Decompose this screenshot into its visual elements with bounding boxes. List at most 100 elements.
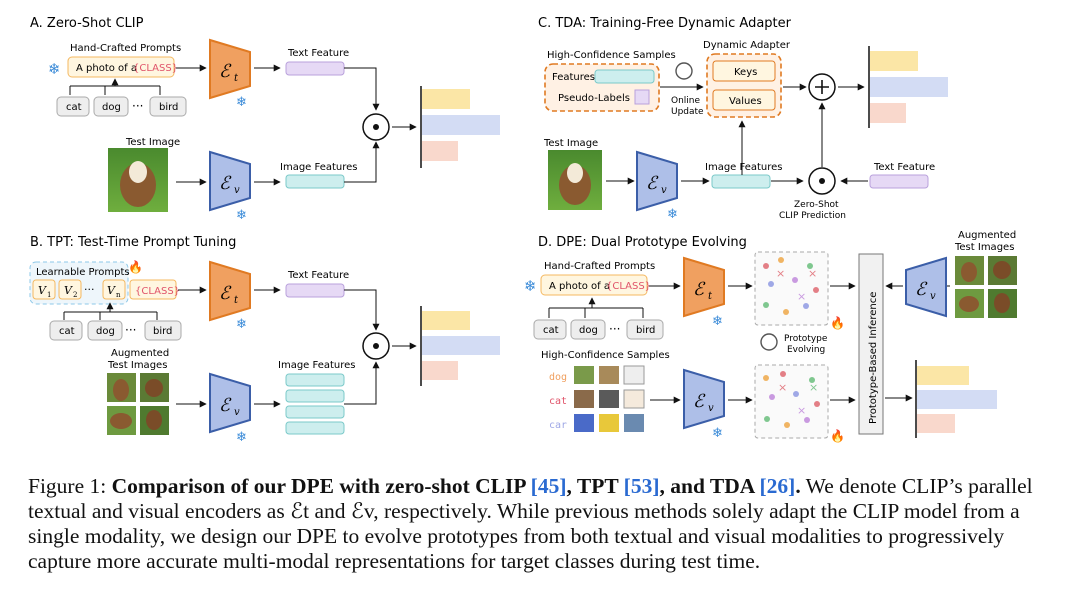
visual-encoder-symbol: ℰ [693, 391, 706, 412]
visual-prototype-points: ××× [763, 371, 820, 428]
class-token-box [129, 279, 177, 300]
dynamic-adapter-label: Dynamic Adapter [703, 40, 791, 51]
evolving-label: Evolving [787, 345, 825, 355]
caption-bold: Comparison of our DPE with zero-shot CLI… [111, 474, 531, 498]
image-feature-box-2 [285, 389, 345, 403]
prediction-bar-2 [870, 77, 948, 97]
word-dog: dog [579, 325, 598, 336]
augmented-images-grid [107, 373, 169, 435]
image-feature-box [285, 174, 345, 189]
learnable-prompts-label: Learnable Prompts [36, 267, 130, 278]
test-image-dog [108, 148, 168, 212]
test-image-label: Test Image [543, 138, 598, 149]
visual-encoder-frozen-icon: ❄ [712, 426, 723, 441]
word-dog: dog [96, 326, 115, 337]
test-images-label: Test Images [954, 242, 1014, 253]
prompt-vector-2-label: V [64, 284, 73, 297]
prompt-vector-ellipsis: ··· [84, 283, 95, 296]
panel-d-title: D. DPE: Dual Prototype Evolving [538, 235, 747, 250]
svg-text:×: × [808, 267, 817, 280]
word-cat-box [56, 96, 90, 117]
test-image-dog [548, 150, 602, 210]
word-bird-box [149, 96, 187, 117]
prompt-vector-2-index: 2 [73, 291, 77, 299]
svg-text:×: × [776, 267, 785, 280]
high-confidence-label: High-Confidence Samples [541, 350, 670, 361]
panel-a-title: A. Zero-Shot CLIP [30, 16, 144, 31]
prediction-bar-2 [917, 390, 997, 409]
prediction-bar-2 [422, 115, 500, 135]
svg-text:×: × [797, 290, 806, 303]
keys-box [712, 60, 776, 82]
word-cat: cat [543, 325, 559, 336]
word-dog-box [93, 96, 129, 117]
visual-encoder [636, 150, 678, 212]
text-feature-label: Text Feature [873, 162, 935, 173]
cache-feature-box [594, 69, 655, 84]
values-box [712, 89, 776, 111]
text-encoder [209, 260, 251, 322]
class-token: {CLASS} [606, 281, 651, 292]
hand-crafted-prompts-label: Hand-Crafted Prompts [70, 43, 181, 54]
image-features-label: Image Features [278, 360, 356, 371]
word-bird-box [626, 319, 664, 340]
word-cat: cat [59, 326, 75, 337]
prompt-vector-1 [32, 279, 56, 300]
image-features-label: Image Features [705, 162, 783, 173]
prototype-evolving-icon [760, 333, 778, 351]
panel-c-title: C. TDA: Training-Free Dynamic Adapter [538, 16, 792, 31]
trainable-fire-icon: 🔥 [128, 260, 143, 274]
visual-encoder-symbol: ℰ [219, 395, 232, 416]
values-label: Values [729, 96, 762, 107]
visual-encoder-subscript: v [234, 185, 240, 196]
word-cat: cat [66, 102, 82, 113]
caption-bold-3: , and TDA [659, 474, 760, 498]
hand-crafted-prompts-label: Hand-Crafted Prompts [544, 261, 655, 272]
augmented-label: Augmented [958, 230, 1016, 241]
prediction-bar-3 [422, 361, 458, 380]
ref-tda[interactable]: [26] [759, 474, 796, 498]
image-feature-box [711, 174, 771, 189]
prediction-bar-1 [917, 366, 969, 385]
prediction-bar-1 [422, 89, 470, 109]
caption-lead: Figure 1: [28, 474, 112, 498]
text-encoder-subscript: t [234, 295, 239, 306]
text-feature-box [285, 61, 345, 76]
text-encoder-subscript: t [234, 73, 239, 84]
sample-label-cat: cat [549, 396, 567, 407]
word-bird: bird [153, 326, 172, 337]
clip-prediction-label: CLIP Prediction [779, 211, 846, 221]
caption-bold-2: , TPT [566, 474, 624, 498]
augmented-encoder-subscript: v [930, 291, 936, 302]
word-dog: dog [102, 102, 121, 113]
image-feature-box-3 [285, 405, 345, 419]
pseudo-labels-label: Pseudo-Labels [558, 93, 630, 104]
ellipsis: ··· [125, 323, 136, 337]
visual-fire-icon: 🔥 [830, 429, 845, 443]
augmented-label: Augmented [111, 348, 169, 359]
text-encoder-frozen-icon: ❄ [236, 95, 247, 110]
svg-text:×: × [797, 404, 806, 417]
visual-encoder [209, 372, 251, 434]
text-feature-box [869, 174, 929, 189]
text-encoder-subscript: t [708, 291, 713, 302]
svg-text:×: × [809, 381, 818, 394]
test-images-label: Test Images [107, 360, 167, 371]
image-feature-box-1 [285, 373, 345, 387]
ellipsis: ··· [132, 99, 143, 113]
visual-encoder-subscript: v [234, 407, 240, 418]
visual-encoder-frozen-icon: ❄ [236, 208, 247, 223]
online-update-icon [675, 62, 693, 80]
word-cat-box [49, 320, 83, 341]
prediction-bar-3 [422, 141, 458, 161]
frozen-snowflake-icon: ❄ [524, 277, 537, 295]
word-bird-box [144, 320, 182, 341]
augmented-encoder-symbol: ℰ [915, 279, 928, 300]
visual-encoder-subscript: v [661, 185, 667, 196]
visual-encoder-frozen-icon: ❄ [236, 430, 247, 445]
panel-b: B. TPT: Test-Time Prompt Tuning Learnabl… [29, 235, 500, 445]
ref-clip[interactable]: [45] [530, 474, 567, 498]
prediction-bar-3 [870, 103, 906, 123]
ref-tpt[interactable]: [53] [623, 474, 660, 498]
figure-diagram: A. Zero-Shot CLIP Hand-Crafted Prompts ❄… [29, 16, 1017, 445]
